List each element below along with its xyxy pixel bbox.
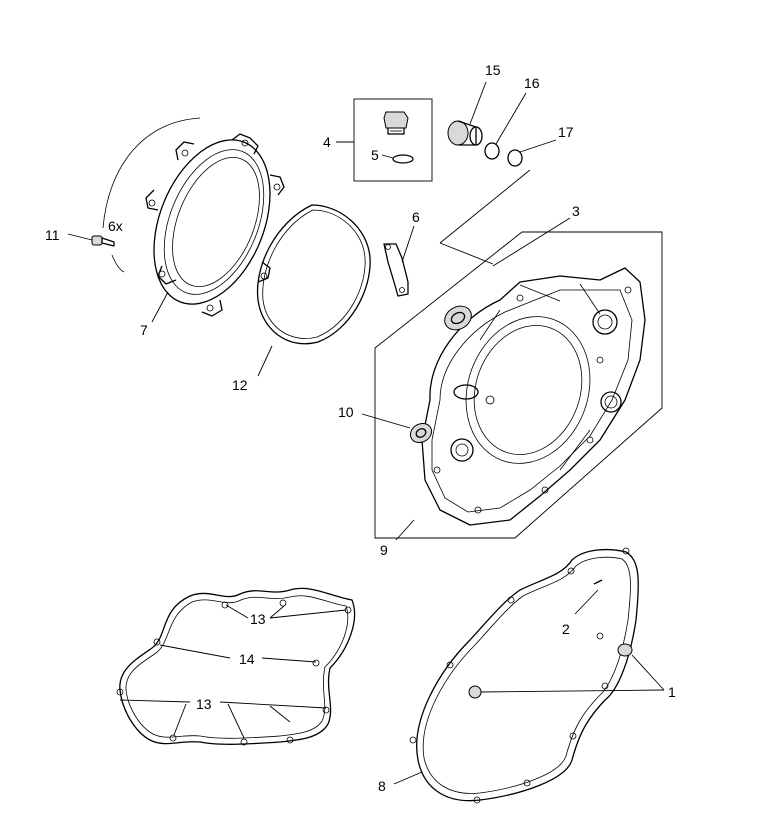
parts-15-16-17 [447, 81, 557, 167]
callout-7: 7 [140, 322, 148, 338]
part-11-bolt [67, 233, 115, 247]
callout-6: 6 [412, 209, 420, 225]
part-8-gasket-large [393, 547, 665, 804]
callout-3: 3 [572, 203, 580, 219]
quantity-6x: 6x [108, 218, 123, 234]
callout-10: 10 [338, 404, 354, 420]
callout-16: 16 [524, 75, 540, 91]
box-items-3-9-10 [361, 169, 663, 541]
callout-12: 12 [232, 377, 248, 393]
callout-14: 14 [239, 651, 255, 667]
callout-labels: 1 2 3 4 5 6 7 8 9 10 11 12 13 14 13 15 1… [45, 62, 676, 794]
callout-15: 15 [485, 62, 501, 78]
part-7-clutch-cover [102, 117, 285, 317]
box-items-4-5 [336, 98, 433, 182]
callout-11: 11 [45, 227, 60, 243]
callout-8: 8 [378, 778, 386, 794]
part-14-gasket-left [116, 587, 356, 746]
callout-5: 5 [371, 147, 379, 163]
part-6-bracket [383, 225, 415, 297]
callout-13-bottom: 13 [196, 696, 212, 712]
callout-4: 4 [323, 134, 331, 150]
part-12-gasket-ring [256, 204, 371, 377]
callout-17: 17 [558, 124, 574, 140]
leader-7 [151, 291, 169, 323]
callout-2: 2 [562, 621, 570, 637]
callout-1: 1 [668, 684, 676, 700]
callout-13-top: 13 [250, 611, 266, 627]
callout-9: 9 [380, 542, 388, 558]
